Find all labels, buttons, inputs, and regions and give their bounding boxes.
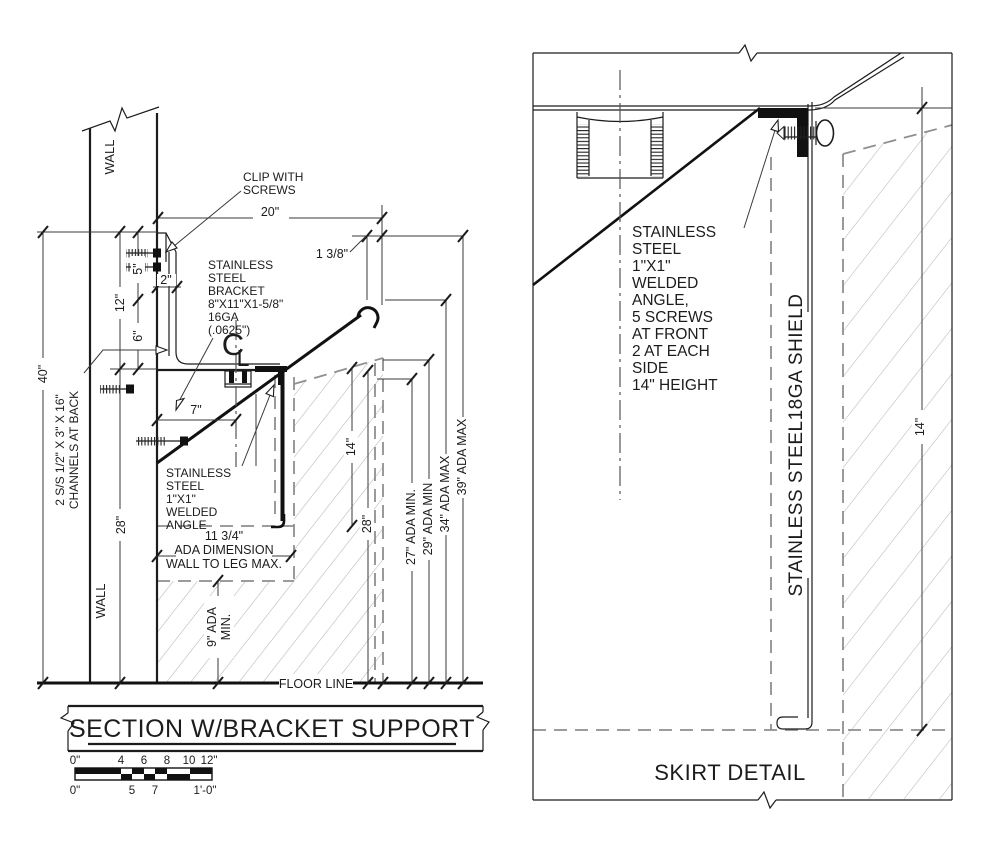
dim-6in: 6" xyxy=(131,330,145,341)
scale-top-0: 0" xyxy=(70,755,80,767)
welded-angle xyxy=(255,366,287,385)
scale-bottom-12: 1'-0" xyxy=(194,785,217,797)
wall: WALL WALL xyxy=(81,106,160,683)
skirt-note-6: 5 SCREWS xyxy=(632,309,713,326)
shield-screw xyxy=(776,119,835,147)
dim-5in: 5" xyxy=(131,263,145,274)
title-box-break-left xyxy=(59,712,75,732)
dim-14in-shield: 14" xyxy=(344,438,358,456)
bracket-note-5: 16GA xyxy=(208,310,239,324)
skirt-notes: STAINLESS STEEL 1"X1" WELDED ANGLE, 5 SC… xyxy=(632,118,811,597)
skirt-note-2: STEEL xyxy=(632,241,681,258)
floor-line-label: FLOOR LINE xyxy=(279,677,353,691)
skirt-note-8: 2 AT EACH xyxy=(632,343,710,360)
skirt-note-10: 14" HEIGHT xyxy=(632,377,718,394)
skirt-note-7: AT FRONT xyxy=(632,326,709,343)
dim-40in: 40" xyxy=(36,365,50,383)
skirt-dimensions: 14" xyxy=(815,87,952,737)
wall-break-symbol xyxy=(81,106,160,133)
brace xyxy=(156,313,362,465)
dim-ada-29: 29" ADA MIN xyxy=(421,483,435,556)
angle-note-5: ANGLE xyxy=(166,518,207,532)
skirt-hatch-region xyxy=(843,125,952,799)
scale-top-6: 6 xyxy=(141,755,147,767)
scale-top-12: 12" xyxy=(201,755,218,767)
wall-label-top: WALL xyxy=(102,140,117,175)
angle-note-2: STEEL xyxy=(166,479,204,493)
ada-note-1: 11 3/4" xyxy=(205,529,243,543)
section-dashed-outline xyxy=(157,357,384,683)
section-title-block: SECTION W/BRACKET SUPPORT xyxy=(59,704,490,753)
leader-arrow-bracket xyxy=(175,397,186,412)
skirt-border-break-top xyxy=(738,43,758,63)
dim-ada-27: 27" ADA MIN. xyxy=(404,489,418,565)
section-title: SECTION W/BRACKET SUPPORT xyxy=(69,715,475,743)
scale-bottom-0: 0" xyxy=(70,785,80,797)
shield-outer-line-hem xyxy=(776,102,813,730)
centerline-c: C xyxy=(222,327,244,362)
clip-note-2: SCREWS xyxy=(243,183,296,197)
dim-7in: 7" xyxy=(190,403,201,417)
angle-note-1: STAINLESS xyxy=(166,466,231,480)
angle-note-4: WELDED xyxy=(166,505,218,519)
centerline-l: L xyxy=(237,345,250,371)
skirt-note-1: STAINLESS xyxy=(632,224,716,241)
scale-top-4: 4 xyxy=(118,755,125,767)
skirt-drawing: STAINLESS STEEL 1"X1" WELDED ANGLE, 5 SC… xyxy=(532,43,953,810)
leader-arrow-channels xyxy=(155,345,169,355)
dim-28in-wall: 28" xyxy=(114,516,128,534)
title-box-break-right xyxy=(475,711,490,731)
skirt-note-5: ANGLE, xyxy=(632,292,689,309)
leader-arrow-clip xyxy=(164,241,178,254)
skirt-bolt xyxy=(576,112,664,179)
dim-12in: 12" xyxy=(113,294,127,312)
dim-9in-ada-line1: 9" ADA xyxy=(205,606,219,647)
skirt-note-4: WELDED xyxy=(632,275,698,292)
skirt-note-3: 1"X1" xyxy=(632,258,671,275)
dim-28in-shield: 28" xyxy=(360,515,374,533)
bracket-note-3: BRACKET xyxy=(208,284,265,298)
skirt-border-break-bottom xyxy=(757,790,777,810)
dim-ada-34: 34" ADA MAX xyxy=(438,455,452,532)
counter-bolt xyxy=(224,370,252,388)
dim-1-3-8in: 1 3/8" xyxy=(316,247,348,261)
skirt-brace xyxy=(532,106,761,287)
bracket-note-4: 8"X11"X1-5/8" xyxy=(208,297,283,311)
leg-foot xyxy=(271,514,286,529)
scale-bar: 0" 4 6 8 10 12" 0" 5 7 1'-0" xyxy=(70,755,218,797)
brace-curl xyxy=(356,306,380,329)
section-drawing: WALL WALL FLOOR LINE xyxy=(30,106,490,797)
bracket-note-1: STAINLESS xyxy=(208,258,273,272)
ada-note-2: ADA DIMENSION xyxy=(174,543,273,557)
dim-2in: 2" xyxy=(160,273,171,287)
clip-note-1: CLIP WITH xyxy=(243,170,303,184)
scale-bottom-5: 5 xyxy=(129,785,135,797)
ada-note-3: WALL TO LEG MAX. xyxy=(166,557,282,571)
scale-bottom-7: 7 xyxy=(152,785,158,797)
floor-line: FLOOR LINE xyxy=(37,674,483,691)
channels-note-2: CHANNELS AT BACK xyxy=(67,391,81,509)
skirt-dim-14in: 14" xyxy=(913,418,927,436)
leader-arrow-angle xyxy=(265,383,275,398)
shield-label: STAINLESS STEEL18GA SHIELD xyxy=(786,293,807,596)
dim-20in: 20" xyxy=(261,205,279,219)
skirt-title: SKIRT DETAIL xyxy=(654,760,806,785)
skirt-border xyxy=(532,43,953,810)
section-notes: CLIP WITH SCREWS STAINLESS STEEL BRACKET… xyxy=(53,170,303,571)
leader-arrow-skirt-angle xyxy=(770,118,780,133)
skirt-note-9: SIDE xyxy=(632,360,668,377)
dim-9in-ada-line2: MIN. xyxy=(219,614,233,640)
skirt-dashed-outline xyxy=(533,124,953,799)
angle-note-3: 1"X1" xyxy=(166,492,196,506)
section-dimensions: 20" 1 3/8" 2" 7" 40" 12" 5" 6" 28" 14" 2… xyxy=(30,204,469,690)
channels-note-1: 2 S/S 1/2" X 3" X 16" xyxy=(53,394,67,506)
scale-top-8: 8 xyxy=(164,755,170,767)
bracket-note-6: (.0625") xyxy=(208,323,250,337)
scale-top-10: 10 xyxy=(183,755,196,767)
wall-label-bottom: WALL xyxy=(93,584,108,619)
bracket-note-2: STEEL xyxy=(208,271,246,285)
dim-ada-39: 39" ADA MAX xyxy=(455,418,469,495)
centerline-symbol: C L xyxy=(222,320,250,467)
